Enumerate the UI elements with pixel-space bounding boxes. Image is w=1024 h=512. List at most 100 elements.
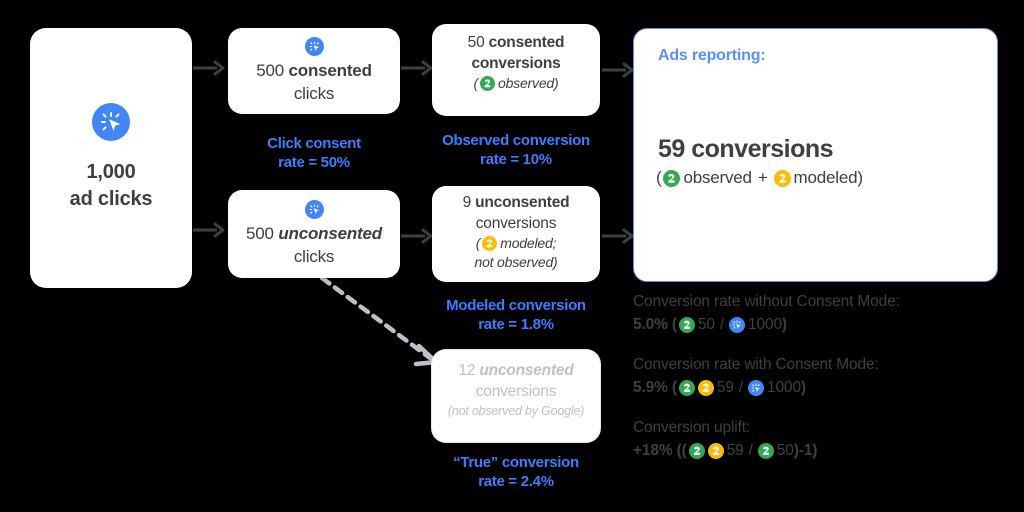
modeled-conversion-icon (707, 443, 724, 459)
label-line-2: rate = 10% (480, 151, 552, 168)
label-line-1: Observed conversion (442, 132, 590, 149)
consented-clicks-headline: 500 consented (256, 59, 372, 82)
unconsented-conversions-note-line2: not observed) (474, 254, 558, 270)
label-line-2: rate = 1.8% (478, 316, 554, 333)
modeled-conversion-icon (482, 236, 498, 251)
stat-item: Conversion rate without Consent Mode: 5.… (633, 290, 1005, 337)
unconsented-conversions-emphasis: unconsented (475, 194, 570, 211)
value-suffix: ) (800, 379, 806, 396)
modeled-conversion-icon (773, 169, 791, 187)
click-icon (729, 317, 746, 333)
unconsented-conversions-note: ( modeled; (476, 234, 556, 253)
observed-conversion-icon (678, 380, 695, 396)
true-conversions-label: conversions (475, 383, 557, 400)
consented-conversions-note: ( observed) (474, 74, 559, 93)
label-true-conversion-rate: “True” conversion rate = 2.4% (420, 453, 612, 491)
modeled-word: modeled) (793, 168, 863, 187)
unconsented-conversions-count: 9 (462, 194, 472, 211)
click-icon (304, 200, 324, 219)
paren-open: ( (656, 168, 662, 187)
stat-value: +18% (( 59 / 50 )-1) (633, 439, 1005, 463)
arrow-consented-clicks-to-conversions (401, 60, 433, 76)
true-conversions-note: (not observed by Google) (447, 404, 585, 418)
denominator: 1000 (767, 379, 801, 396)
value-suffix: ) (781, 316, 787, 333)
stat-label: Conversion rate with Consent Mode: (633, 356, 879, 373)
panel-title: Ads reporting: (658, 47, 766, 64)
arrow-total-to-unconsented (193, 222, 225, 238)
observed-conversion-icon (480, 76, 495, 91)
note-paren-open: ( (473, 75, 479, 91)
unconsented-clicks-count: 500 (246, 224, 274, 243)
note-text: observed) (498, 75, 559, 91)
arrow-total-to-consented (193, 60, 225, 76)
divider: / (748, 442, 753, 459)
label-modeled-conversion-rate: Modeled conversion rate = 1.8% (420, 296, 612, 334)
true-conversions-emphasis: unconsented (479, 362, 574, 379)
click-icon (304, 37, 324, 56)
true-conversions-headline: 12 unconsented (458, 360, 573, 381)
click-icon (748, 380, 765, 396)
numerator: 59 (726, 442, 744, 459)
unconsented-conversions-label: conversions (475, 215, 557, 232)
note-paren-open: ( (475, 235, 481, 251)
unconsented-conversions-headline: 9 unconsented (463, 192, 570, 213)
value-prefix: +18% (( (633, 442, 687, 459)
unconsented-clicks-emphasis: unconsented (278, 224, 382, 243)
label-line-1: Click consent (267, 135, 361, 152)
arrow-unconsented-clicks-to-conversions (401, 228, 433, 244)
label-line-2: rate = 2.4% (478, 473, 554, 490)
consented-clicks-count: 500 (256, 61, 284, 80)
modeled-conversion-icon (697, 380, 714, 396)
consented-clicks-label: clicks (293, 84, 335, 103)
numerator: 50 (697, 316, 715, 333)
numerator: 59 (716, 379, 734, 396)
denominator: 1000 (748, 316, 782, 333)
label-line-1: Modeled conversion (446, 297, 586, 314)
plus-sign: + (757, 168, 768, 187)
stats-list: Conversion rate without Consent Mode: 5.… (633, 290, 1005, 479)
value-prefix: 5.0% ( (633, 316, 677, 333)
consented-conversions-headline: 50 consented (468, 32, 565, 53)
label-click-consent-rate: Click consent rate = 50% (228, 134, 400, 172)
card-total-ad-clicks: 1,000 ad clicks (30, 28, 192, 288)
unconsented-clicks-headline: 500 unconsented (246, 222, 382, 245)
denominator: 50 (776, 442, 794, 459)
card-true-unconsented-conversions: 12 unconsented conversions (not observed… (432, 350, 600, 442)
true-conversions-count: 12 (458, 362, 476, 379)
arrow-consented-conversions-to-panel (602, 62, 634, 78)
consented-conversions-emphasis: consented (488, 34, 565, 51)
consented-conversions-count: 50 (467, 34, 485, 51)
observed-conversion-icon (678, 317, 695, 333)
stat-item: Conversion rate with Consent Mode: 5.9% … (633, 353, 1005, 400)
card-consented-conversions: 50 consented conversions ( observed) (432, 24, 600, 116)
observed-conversion-icon (688, 443, 705, 459)
panel-headline-conversions: 59 conversions (658, 135, 834, 163)
total-clicks-count: 1,000 (86, 161, 136, 183)
label-line-2: rate = 50% (278, 154, 350, 171)
observed-conversion-icon (663, 169, 681, 187)
stat-item: Conversion uplift: +18% (( 59 / 50 )-1) (633, 416, 1005, 463)
divider: / (738, 379, 744, 396)
label-observed-conversion-rate: Observed conversion rate = 10% (420, 131, 612, 169)
value-prefix: 5.9% ( (633, 379, 677, 396)
value-suffix: )-1) (793, 442, 818, 459)
note-text: modeled; (500, 235, 557, 251)
observed-conversion-icon (757, 443, 774, 459)
stat-value: 5.9% ( 59 / 1000 ) (633, 376, 1005, 400)
stat-label: Conversion uplift: (633, 419, 751, 436)
arrow-unconsented-conversions-to-panel (602, 228, 634, 244)
card-unconsented-conversions: 9 unconsented conversions ( modeled; not… (432, 186, 600, 282)
divider: / (719, 316, 725, 333)
observed-word: observed (683, 168, 752, 187)
total-clicks-label: ad clicks (69, 188, 153, 210)
consented-conversions-label: conversions (471, 55, 561, 72)
card-consented-clicks: 500 consented clicks (228, 28, 400, 114)
label-line-1: “True” conversion (453, 454, 579, 471)
panel-subline-breakdown: ( observed + modeled) (656, 168, 863, 188)
panel-ads-reporting: Ads reporting: 59 conversions ( observed… (633, 28, 998, 282)
stat-value: 5.0% ( 50 / 1000 ) (633, 313, 1005, 337)
unconsented-clicks-label: clicks (293, 247, 335, 266)
stat-label: Conversion rate without Consent Mode: (633, 293, 900, 310)
